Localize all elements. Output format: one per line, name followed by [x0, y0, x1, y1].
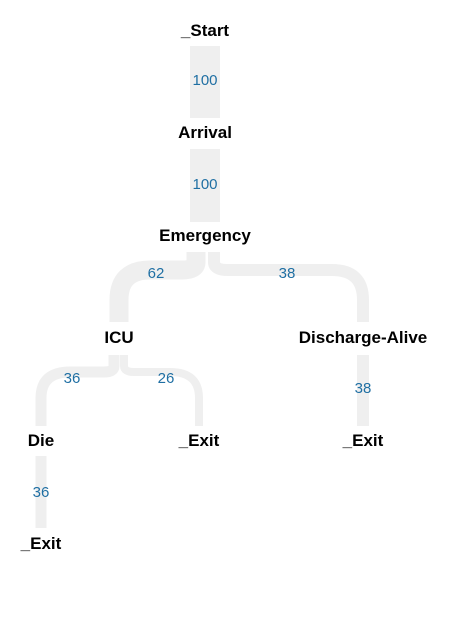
node-arrival: Arrival [178, 123, 232, 142]
node-exit-die: _Exit [20, 534, 62, 553]
flow-bands [35, 46, 369, 528]
node-labels: _Start Arrival Emergency ICU Discharge-A… [20, 21, 428, 553]
node-emergency: Emergency [159, 226, 251, 245]
edge-label-start-arrival: 100 [192, 72, 217, 89]
node-icu: ICU [104, 328, 133, 347]
node-discharge-alive: Discharge-Alive [299, 328, 428, 347]
edge-label-discharge-exit: 38 [355, 380, 372, 397]
edge-label-emergency-discharge: 38 [279, 265, 296, 282]
node-die: Die [28, 431, 54, 450]
edge-label-emergency-icu: 62 [148, 265, 165, 282]
edge-labels: 100 100 62 38 36 26 38 36 [33, 72, 372, 501]
flow-icu-exit [120, 355, 203, 426]
node-exit-discharge: _Exit [342, 431, 384, 450]
flow-icu-die [35, 355, 120, 426]
edge-label-icu-exit: 26 [158, 370, 175, 387]
node-exit-icu: _Exit [178, 431, 220, 450]
edge-label-arrival-emergency: 100 [192, 176, 217, 193]
edge-label-die-exit: 36 [33, 484, 50, 501]
node-start: _Start [180, 21, 230, 40]
flow-emergency-discharge [208, 252, 369, 322]
flow-emergency-icu [109, 252, 206, 322]
edge-label-icu-die: 36 [64, 370, 81, 387]
